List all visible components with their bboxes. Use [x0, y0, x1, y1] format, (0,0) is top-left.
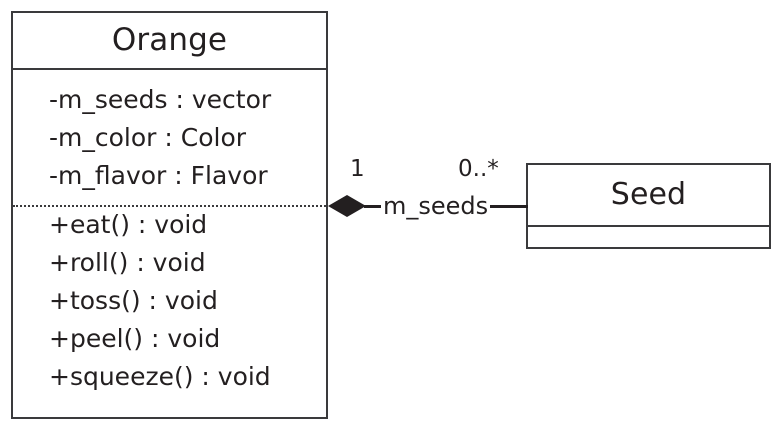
attributes-compartment-orange: -m_seeds : vector -m_color : Color -m_fl…	[13, 70, 326, 195]
association-line-segment[interactable]	[364, 205, 382, 208]
class-name-compartment-orange: Orange	[13, 13, 326, 70]
attributes-compartment-seed	[528, 227, 769, 247]
operations-compartment-orange: +eat() : void +roll() : void +toss() : v…	[13, 195, 326, 396]
composition-diamond-icon[interactable]	[328, 195, 366, 217]
class-box-orange[interactable]: Orange -m_seeds : vector -m_color : Colo…	[11, 11, 328, 419]
operation-item: +toss() : void	[49, 286, 218, 315]
filled-diamond-shape	[328, 195, 366, 217]
operation-item: +peel() : void	[49, 324, 221, 353]
attribute-list-orange: -m_seeds : vector -m_color : Color -m_fl…	[13, 81, 326, 195]
association-role-label: m_seeds	[381, 192, 491, 220]
class-box-seed[interactable]: Seed	[526, 163, 771, 249]
class-name-compartment-seed: Seed	[528, 165, 769, 227]
association-line-segment[interactable]	[478, 205, 528, 208]
operation-item: +roll() : void	[49, 248, 206, 277]
attribute-item: -m_color : Color	[49, 123, 247, 152]
attribute-item: -m_seeds : vector	[49, 85, 272, 114]
multiplicity-target-label: 0..*	[458, 156, 499, 182]
operation-item: +squeeze() : void	[49, 362, 271, 391]
attribute-item: -m_flavor : Flavor	[49, 161, 268, 190]
operation-item: +eat() : void	[49, 210, 208, 239]
class-name-seed: Seed	[610, 177, 687, 212]
class-name-orange: Orange	[111, 22, 228, 58]
multiplicity-source-label: 1	[350, 156, 365, 182]
compartment-separator-dotted	[13, 205, 326, 207]
operation-list-orange: +eat() : void +roll() : void +toss() : v…	[13, 206, 326, 396]
